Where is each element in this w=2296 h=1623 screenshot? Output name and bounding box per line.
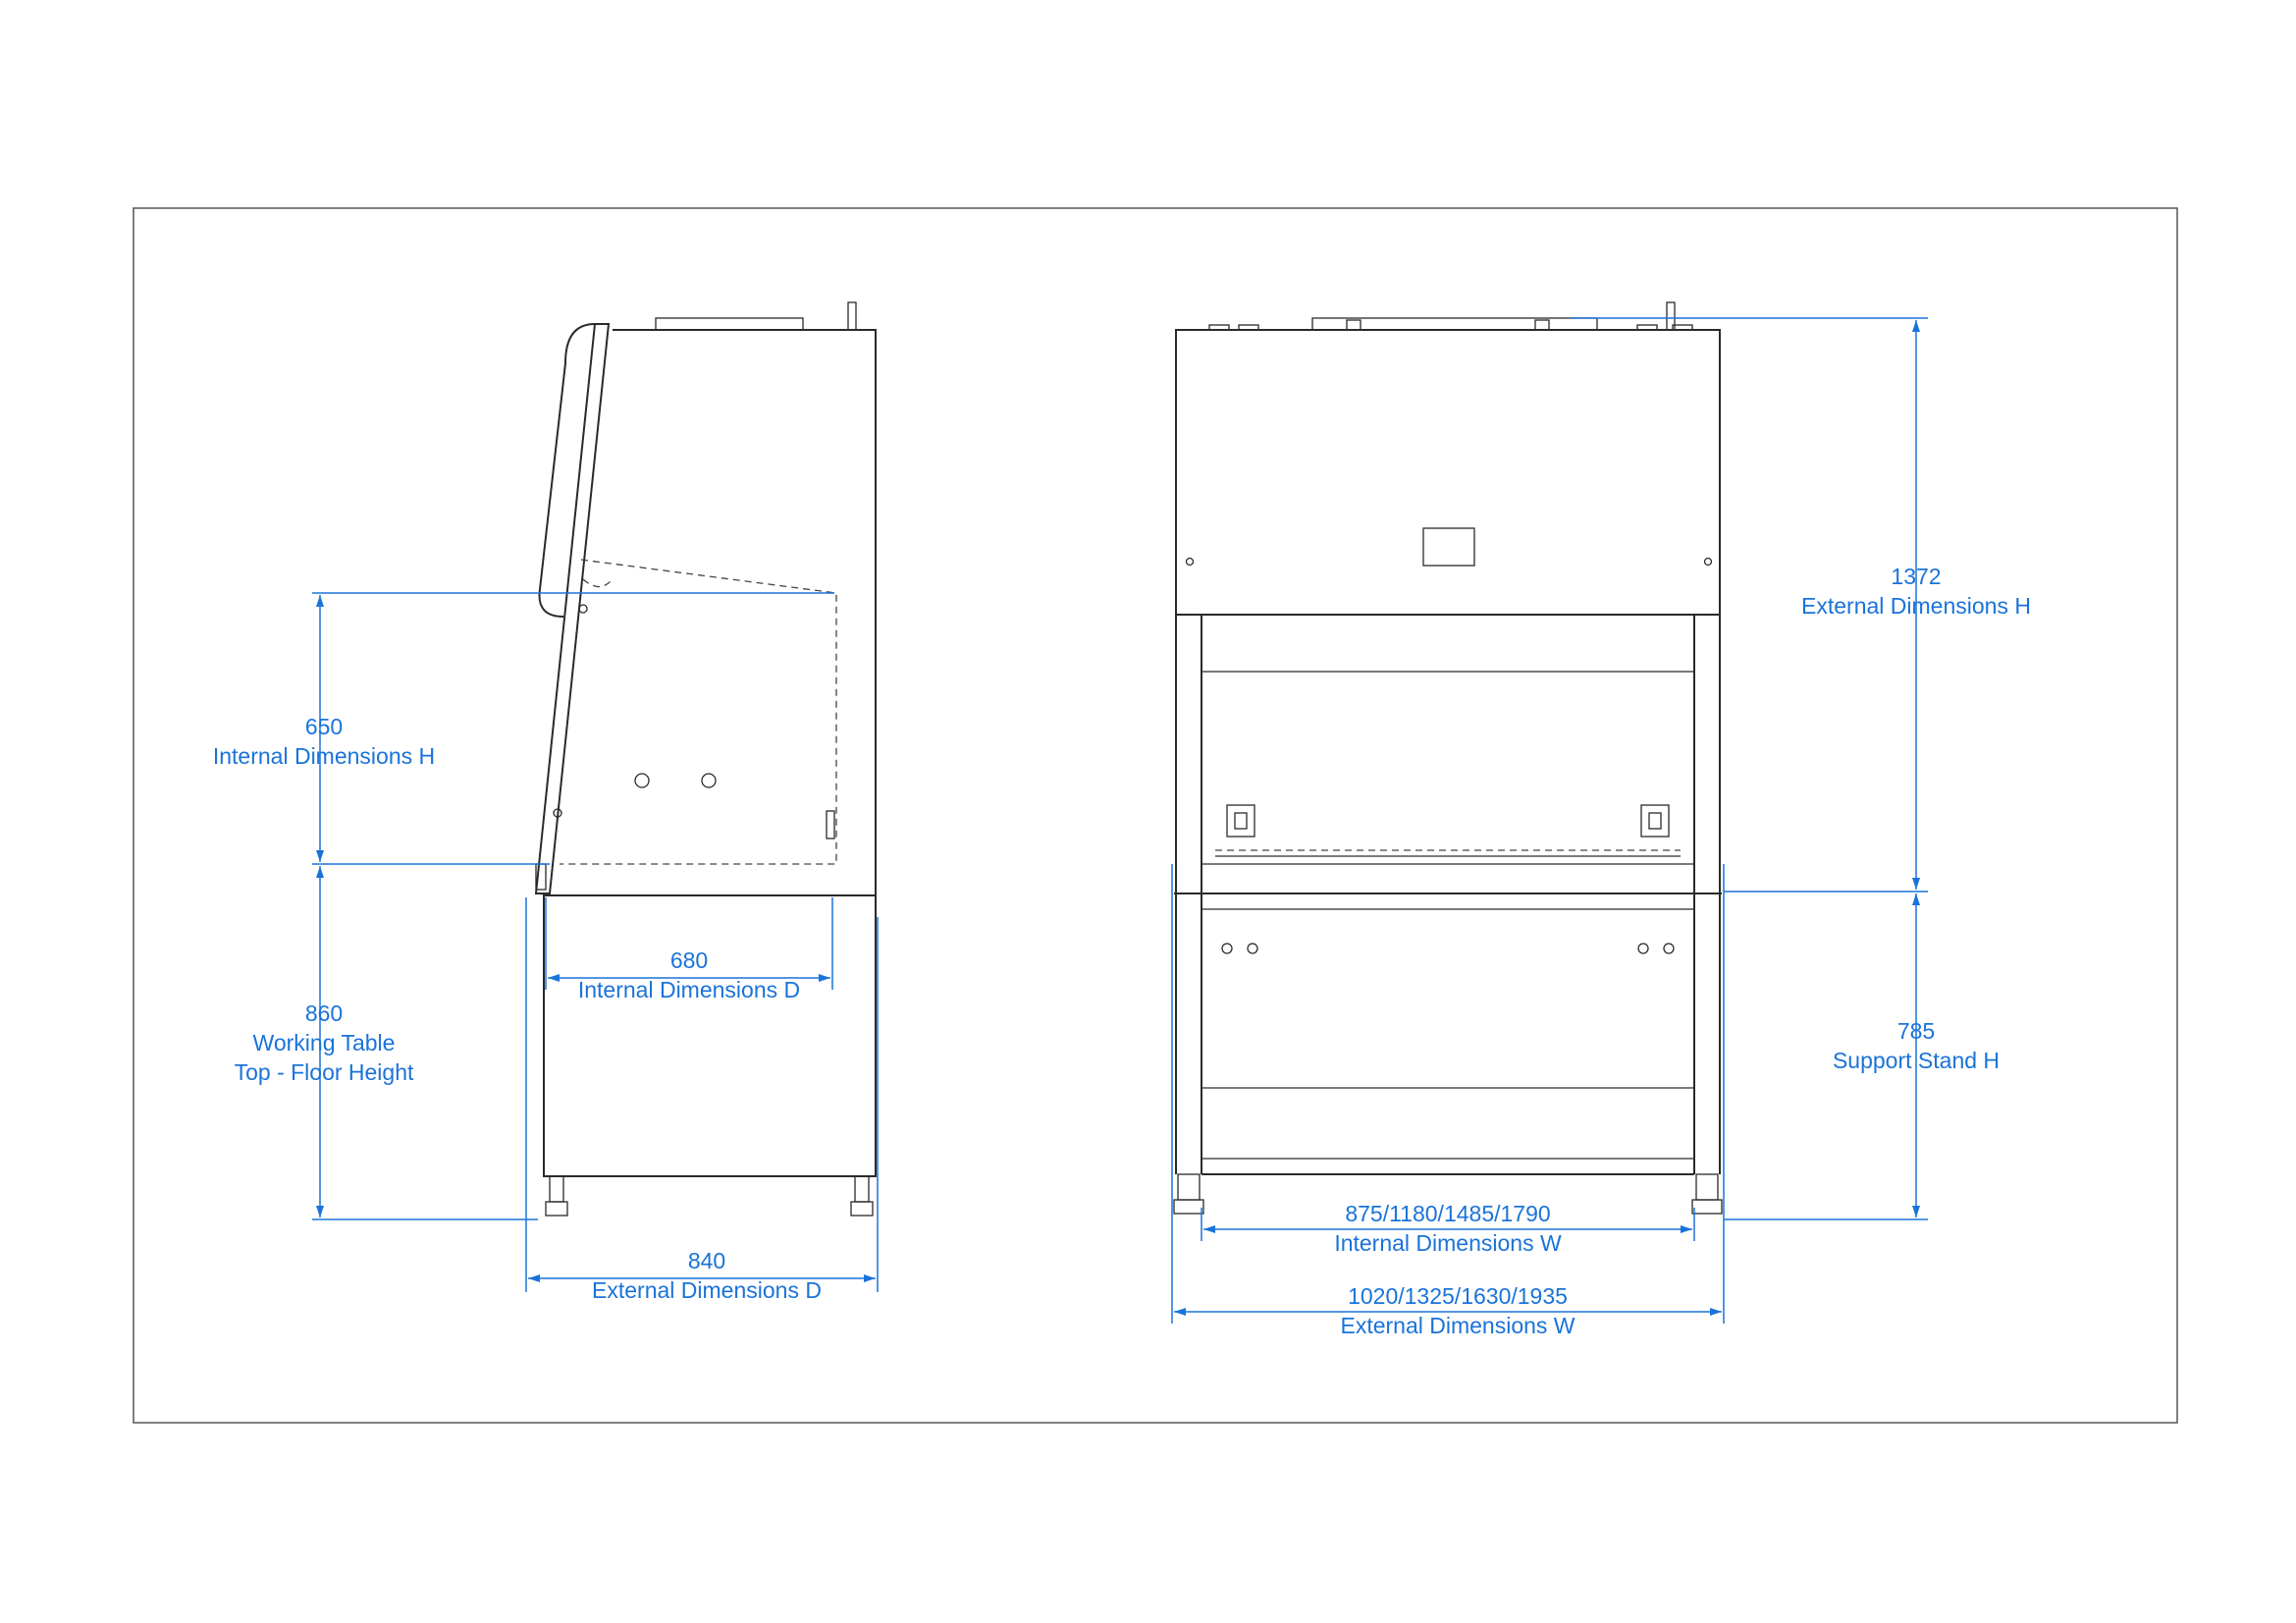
dim-table-height-group: 860 Working Table Top - Floor Height bbox=[235, 866, 538, 1220]
side-interior-hidden bbox=[560, 559, 837, 865]
side-foot-front bbox=[545, 1201, 568, 1217]
dim-external-depth-value: 840 bbox=[688, 1248, 725, 1273]
drawing-frame bbox=[133, 207, 2178, 1424]
front-foot-right bbox=[1695, 1173, 1719, 1201]
dim-internal-depth-value: 680 bbox=[670, 947, 708, 973]
front-exhaust-stack bbox=[1666, 301, 1676, 331]
dim-stand-height-value: 785 bbox=[1897, 1018, 1935, 1044]
dim-external-width-value: 1020/1325/1630/1935 bbox=[1348, 1283, 1568, 1309]
dim-internal-height-value: 650 bbox=[305, 714, 343, 739]
dim-external-height-group: 1372 External Dimensions H bbox=[1571, 317, 2031, 893]
side-top-housing bbox=[655, 317, 804, 331]
side-fitting-right bbox=[701, 773, 717, 788]
dim-table-height-label-line2: Top - Floor Height bbox=[235, 1059, 414, 1085]
side-exhaust-stack bbox=[847, 301, 857, 331]
dim-external-width-group: 1020/1325/1630/1935 External Dimensions … bbox=[1171, 864, 1725, 1338]
dim-stand-height-label: Support Stand H bbox=[1833, 1048, 2000, 1073]
dim-internal-height-group: 650 Internal Dimensions H bbox=[213, 592, 834, 865]
side-front-curve bbox=[538, 323, 596, 618]
side-view-cabinet bbox=[534, 301, 877, 1217]
side-fitting-left bbox=[634, 773, 650, 788]
side-leg-front bbox=[549, 1175, 564, 1203]
dim-internal-width-group: 875/1180/1485/1790 Internal Dimensions W bbox=[1201, 1201, 1695, 1256]
side-leg-rear bbox=[854, 1175, 870, 1203]
dim-table-height-value: 860 bbox=[305, 1001, 343, 1026]
dim-external-width-label: External Dimensions W bbox=[1340, 1313, 1575, 1338]
front-socket-right bbox=[1640, 804, 1670, 838]
dim-external-height-value: 1372 bbox=[1891, 564, 1941, 589]
dim-internal-depth-label: Internal Dimensions D bbox=[578, 977, 800, 1002]
side-foot-rear bbox=[850, 1201, 874, 1217]
front-display-panel bbox=[1422, 527, 1475, 567]
front-foot-left bbox=[1177, 1173, 1201, 1201]
front-upper-cabinet bbox=[1175, 329, 1721, 616]
side-front-sash bbox=[534, 323, 611, 894]
dim-internal-depth-group: 680 Internal Dimensions D bbox=[545, 897, 833, 1002]
dim-internal-width-value: 875/1180/1485/1790 bbox=[1345, 1201, 1550, 1226]
dim-stand-height-group: 785 Support Stand H bbox=[1724, 893, 2000, 1220]
dim-table-height-label-line1: Working Table bbox=[253, 1030, 396, 1055]
dim-external-depth-group: 840 External Dimensions D bbox=[525, 897, 879, 1303]
front-socket-left bbox=[1226, 804, 1255, 838]
dim-internal-height-label: Internal Dimensions H bbox=[213, 743, 435, 769]
side-stand-body bbox=[543, 894, 877, 1177]
front-view-cabinet bbox=[1173, 301, 1723, 1215]
dim-external-height-label: External Dimensions H bbox=[1801, 593, 2031, 619]
dim-external-depth-label: External Dimensions D bbox=[592, 1277, 822, 1303]
dim-internal-width-label: Internal Dimensions W bbox=[1334, 1230, 1562, 1256]
